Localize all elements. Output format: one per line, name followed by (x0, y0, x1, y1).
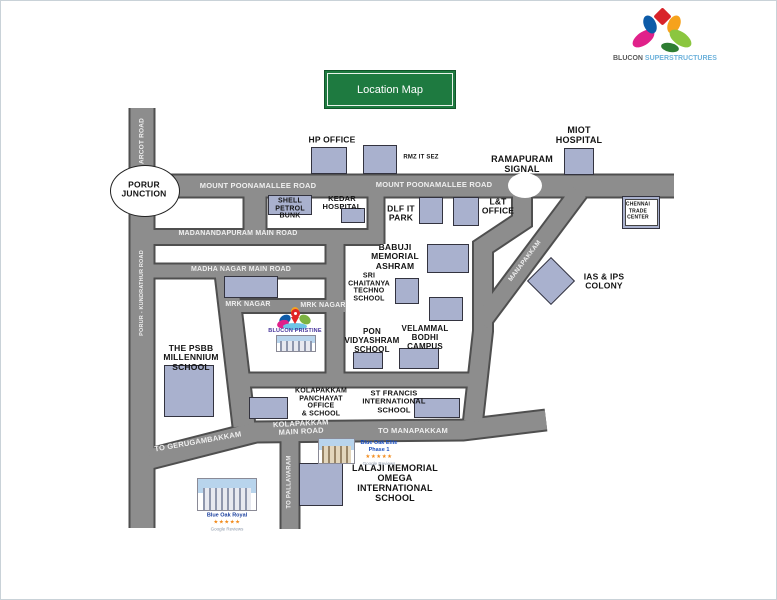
label-kedar-hospital: KEDAR HOSPITAL (322, 193, 362, 211)
label-hp-office: HP OFFICE (308, 134, 356, 145)
location-map-banner: Location Map (324, 70, 456, 109)
label-madanandapuram-road: MADANANDAPURAM MAIN ROAD (178, 230, 298, 238)
blue-oak-elite-photo (318, 438, 355, 464)
blue-oak-royal-photo (197, 478, 257, 511)
blucon-pristine-photo (276, 335, 316, 352)
pristine-water-icon (283, 323, 307, 330)
building-unnamed-center (429, 297, 463, 321)
building-pon-vidyashram (353, 352, 383, 369)
building-lalaji-omega (299, 463, 343, 506)
blucon-pristine-lotus-icon (276, 305, 313, 331)
brand-wordmark: BLUCON SUPERSTRUCTURES (613, 55, 733, 62)
road-signal-south-fill (464, 194, 531, 422)
pristine-photo-building (280, 340, 312, 351)
blue-oak-royal-stars: ★★★★★ (213, 519, 241, 526)
building-lt-office (453, 197, 479, 226)
blue-oak-elite-stars: ★★★★★ (365, 453, 393, 460)
building-chennai-trade-center (622, 196, 660, 229)
road-manapakkam-diag-fill (474, 186, 586, 329)
elite-photo-sky (319, 439, 354, 450)
label-st-francis: ST FRANCIS INTERNATIONAL SCHOOL (362, 388, 426, 415)
label-mount-poonamallee-right: MOUNT POONAMALLEE ROAD (375, 179, 493, 189)
label-mrk-nagar-left: MRK NAGAR (225, 301, 271, 309)
label-to-manapakkam: TO MANAPAKKAM (378, 425, 448, 435)
royal-photo-building (202, 488, 252, 510)
building-kedar-hospital (341, 208, 365, 223)
label-madha-nagar-road: MADHA NAGAR MAIN ROAD (191, 266, 291, 274)
road-connector-west-fill (215, 271, 255, 428)
road-kolapakkam-fill (147, 410, 548, 469)
building-kolapakkam-panchayat (249, 397, 288, 419)
building-sri-chaitanya (395, 278, 419, 304)
label-mount-poonamallee-left: MOUNT POONAMALLEE ROAD (199, 180, 317, 190)
building-psbb-school (164, 365, 214, 417)
building-velammal-bodhi (399, 348, 439, 369)
brand-secondary: SUPERSTRUCTURES (644, 55, 717, 62)
label-kolapakkam-main-road: KOLAPAKKAM MAIN ROAD (272, 417, 329, 438)
label-sri-chaitanya: SRI CHAITANYA TECHNO SCHOOL (348, 272, 390, 303)
label-mrk-nagar-right: MRK NAGAR (300, 302, 346, 310)
pristine-pin-tail-icon (291, 317, 299, 324)
building-hp-office-2 (363, 145, 397, 174)
label-lt-office: L&T OFFICE (481, 196, 515, 216)
label-miot-hospital: MIOT HOSPITAL (555, 125, 603, 145)
blue-oak-elite-caption: Blue Oak Elite Phase 1 ★★★★★ Google Revi… (361, 440, 398, 466)
label-babuji-ashram: BABUJI MEMORIAL ASHRAM (371, 241, 419, 271)
label-pon-vidyashram: PON VIDYASHRAM SCHOOL (344, 326, 400, 354)
label-lalaji-omega: LALAJI MEMORIAL OMEGA INTERNATIONAL SCHO… (352, 463, 438, 503)
label-arcot-road: ARCOT ROAD (138, 117, 146, 165)
blue-oak-elite-reviews: Google Reviews (362, 460, 396, 466)
blucon-lotus-logo-icon (629, 7, 695, 57)
blue-oak-elite-name: Blue Oak Elite (360, 439, 398, 446)
building-babuji-ashram (427, 244, 469, 273)
label-rmz-it-sez: RMZ IT SEZ (403, 154, 439, 161)
pristine-photo-sky (277, 336, 315, 343)
label-psbb-school: THE PSBB MILLENNIUM SCHOOL (163, 342, 219, 372)
building-unnamed-west (224, 276, 278, 298)
ramapuram-signal-ellipse (508, 173, 542, 198)
label-kolapakkam-panchayat: KOLAPAKKAM PANCHAYAT OFFICE & SCHOOL (294, 387, 348, 418)
pristine-pin-dot-icon (294, 312, 297, 315)
building-miot-hospital (564, 148, 594, 175)
label-blucon-pristine: BLUCON PRISTINE (268, 327, 322, 334)
label-shell-petrol: SHELL PETROL BUNK (275, 197, 305, 220)
banner-title: Location Map (356, 83, 424, 96)
elite-photo-building (321, 446, 352, 463)
label-porur-junction: PORUR JUNCTION (121, 179, 167, 199)
label-velammal-bodhi: VELAMMAL BODHI CAMPUS (401, 323, 449, 351)
label-ias-ips-colony: IAS & IPS COLONY (583, 271, 625, 291)
banner-inner-border (327, 73, 453, 106)
label-chennai-trade-center: CHENNAI TRADE CENTER (625, 201, 651, 221)
blue-oak-royal-name: Blue Oak Royal (206, 512, 248, 519)
porur-junction-ellipse (110, 165, 180, 217)
label-to-pallavaram: TO PALLAVARAM (286, 455, 293, 509)
building-st-francis (414, 398, 460, 418)
building-hp-office-1 (311, 147, 347, 174)
blue-oak-royal-caption: Blue Oak Royal ★★★★★ Google Reviews (207, 512, 247, 531)
label-porur-kundrathur-road: PORUR - KUNDRATHUR ROAD (138, 250, 145, 336)
brand-primary: BLUCON (613, 55, 643, 62)
label-dlf-it-park: DLF IT PARK (387, 203, 415, 223)
building-shell-petrol (268, 195, 312, 215)
blue-oak-elite-phase: Phase 1 (368, 446, 390, 453)
label-ramapuram-signal: RAMAPURAM SIGNAL (491, 154, 553, 174)
building-dlf-it-park (419, 197, 443, 224)
chennai-trade-center-label-box (625, 199, 658, 226)
blue-oak-royal-reviews: Google Reviews (210, 526, 244, 532)
